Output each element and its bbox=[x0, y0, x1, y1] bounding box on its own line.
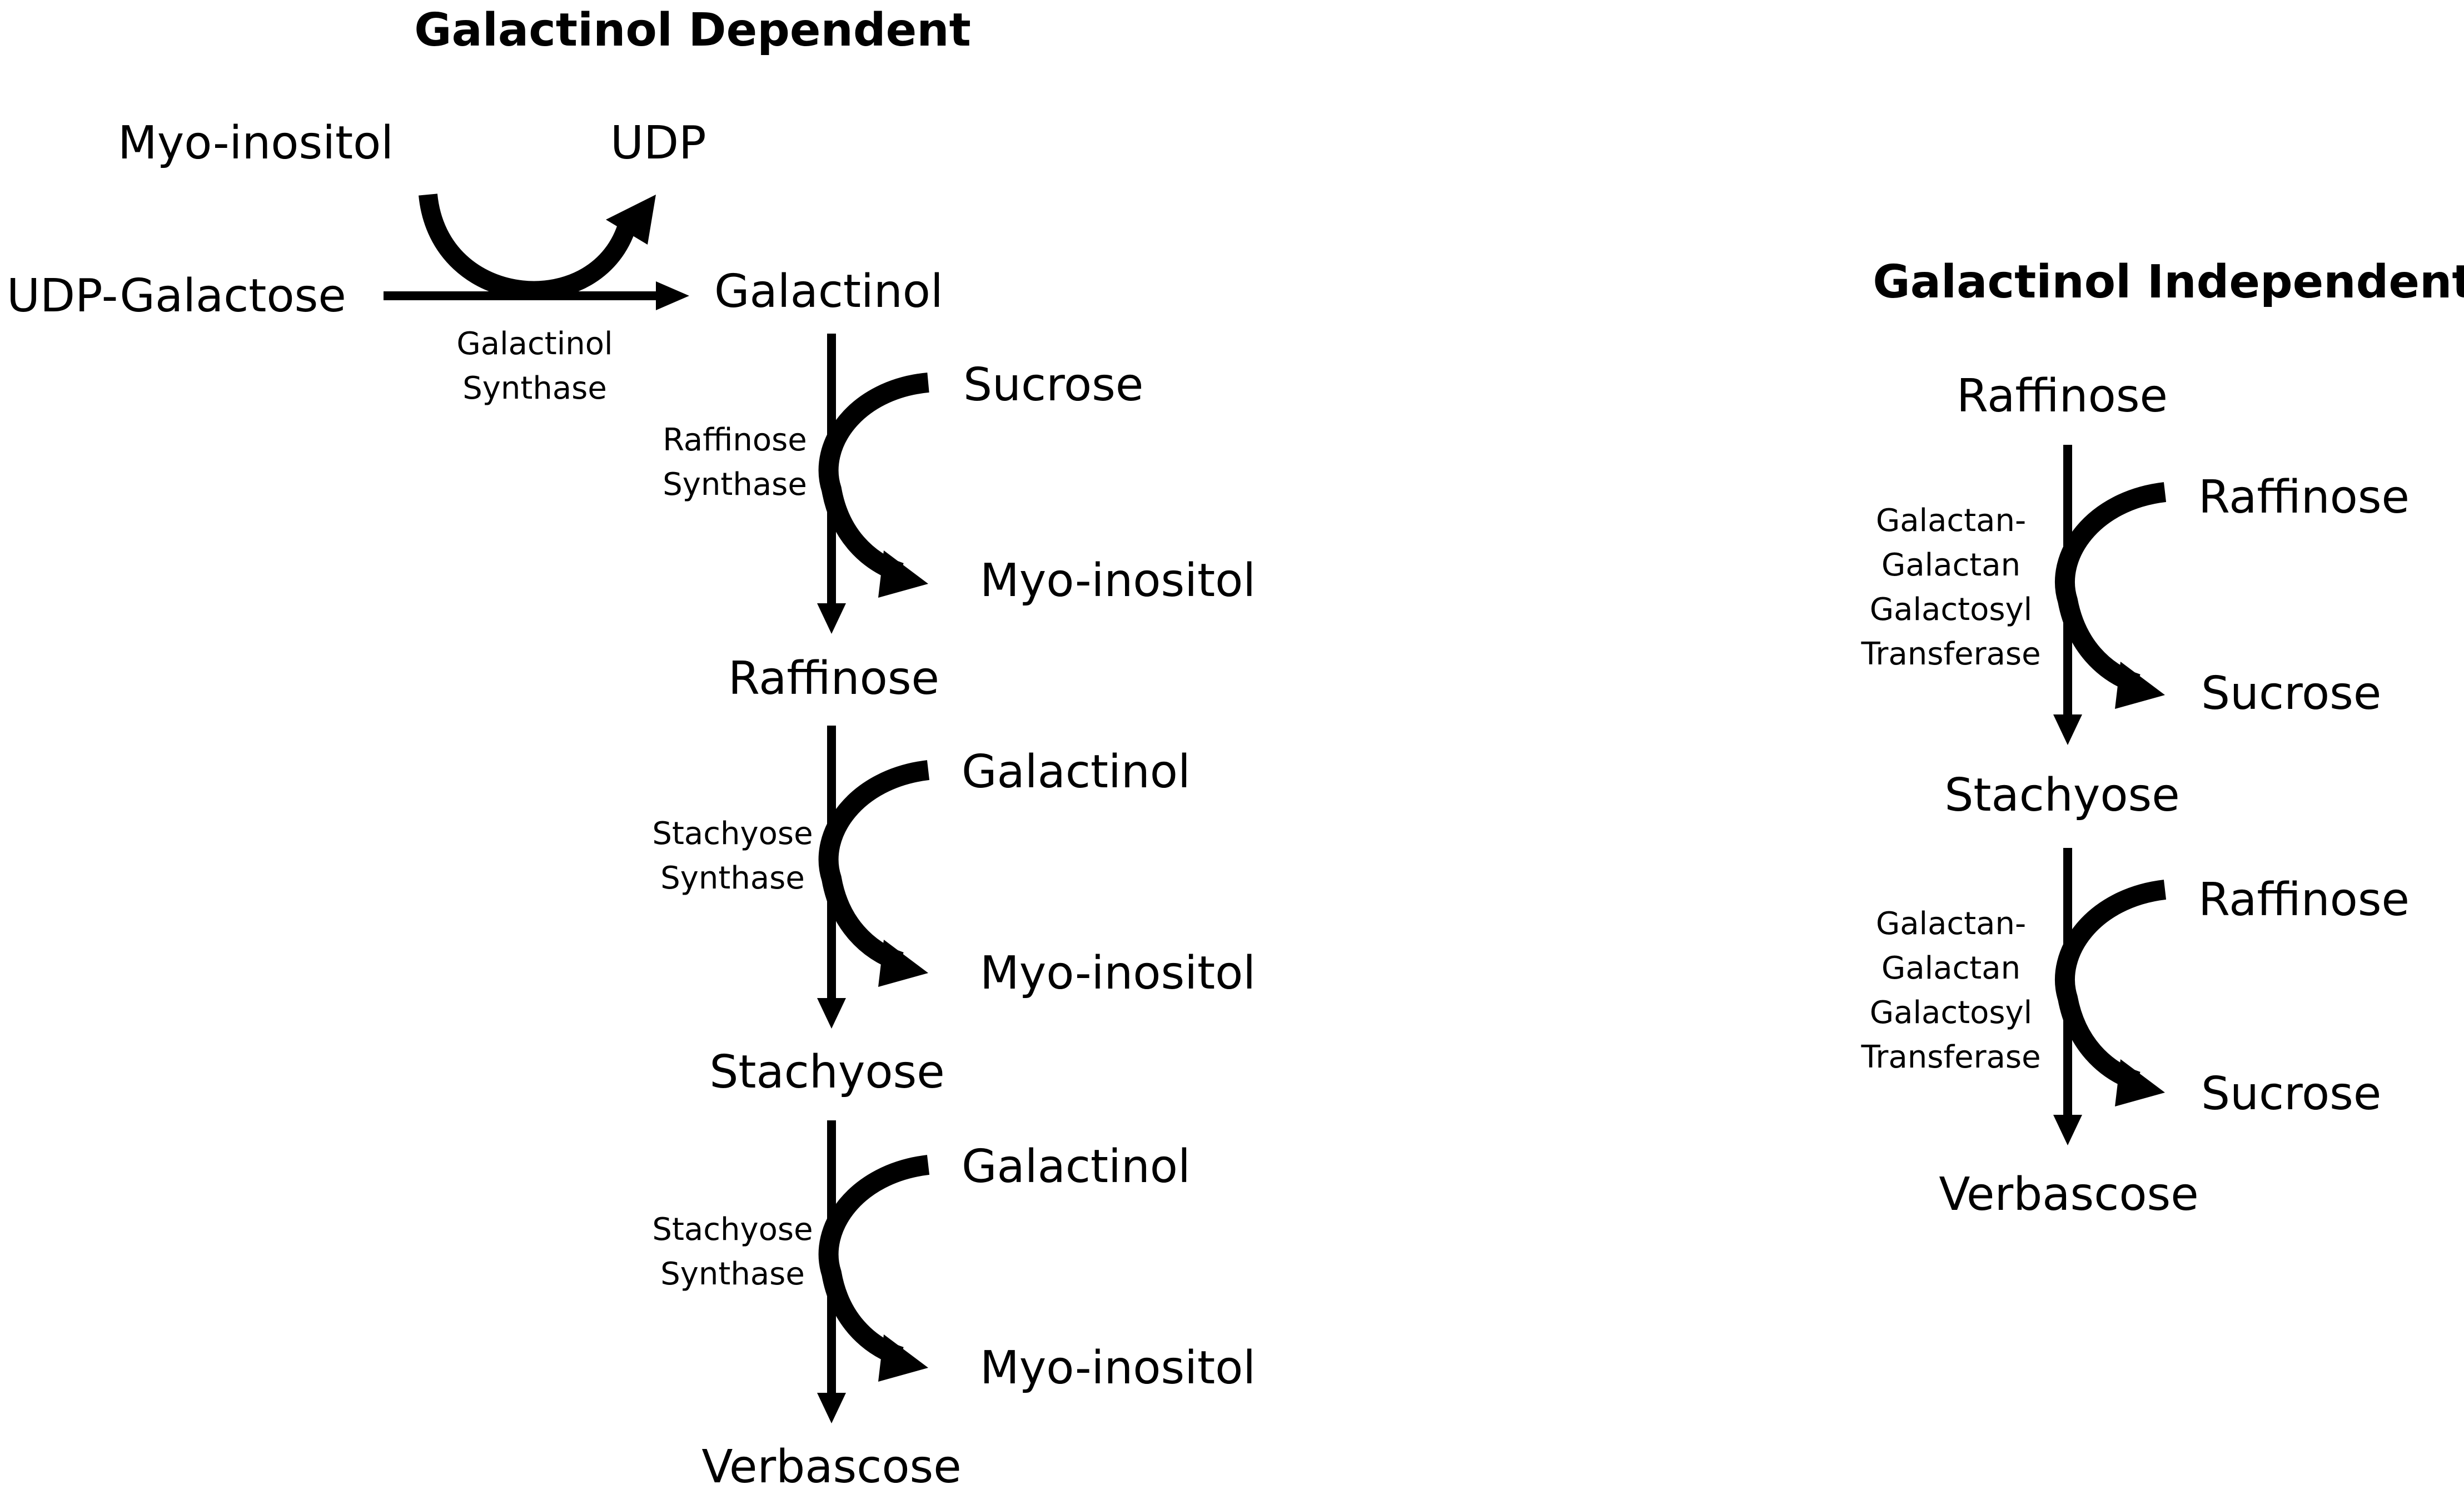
verbascose-product-label: Verbascose bbox=[701, 1441, 961, 1493]
independent-verbascose-label: Verbascose bbox=[1939, 1168, 2198, 1221]
raffinose-synthase-line1: Raffinose bbox=[663, 422, 807, 458]
ggt-side-arrow-2 bbox=[2055, 880, 2167, 1106]
udp-output-label: UDP bbox=[610, 117, 706, 170]
galactinol-product-label: Galactinol bbox=[714, 265, 943, 318]
independent-stachyose-label: Stachyose bbox=[1944, 769, 2179, 822]
stachyose-product-label: Stachyose bbox=[709, 1046, 944, 1099]
galactinol-donor-label-1: Galactinol bbox=[962, 746, 1191, 798]
galactinol-synthase-line2: Synthase bbox=[462, 370, 607, 406]
myo-inositol-released-label-2: Myo-inositol bbox=[980, 947, 1256, 1000]
ggt-side-arrow-1 bbox=[2055, 482, 2167, 709]
ggt-1-line3: Galactosyl bbox=[1870, 592, 2032, 628]
ggt-2-line2: Galactan bbox=[1881, 950, 2020, 986]
sucrose-donor-label: Sucrose bbox=[963, 359, 1143, 411]
galactinol-donor-label-2: Galactinol bbox=[962, 1140, 1191, 1193]
myo-inositol-released-label-3: Myo-inositol bbox=[980, 1342, 1256, 1394]
ggt-2-line4: Transferase bbox=[1860, 1039, 2040, 1075]
galactinol-synthase-line1: Galactinol bbox=[456, 326, 613, 362]
ggt-1-line1: Galactan- bbox=[1876, 503, 2026, 539]
ggt-2-line3: Galactosyl bbox=[1870, 995, 2032, 1031]
ggt-1-released-label: Sucrose bbox=[2201, 667, 2381, 720]
myo-inositol-released-label-1: Myo-inositol bbox=[980, 554, 1256, 607]
stachyose-synthase-2-line2: Synthase bbox=[660, 1256, 805, 1292]
dependent-title: Galactinol Dependent bbox=[414, 4, 971, 57]
stachyose-synthase-side-arrow-2 bbox=[818, 1155, 930, 1382]
myo-inositol-input-label: Myo-inositol bbox=[118, 117, 394, 170]
stachyose-synthase-2-line1: Stachyose bbox=[652, 1212, 813, 1248]
stachyose-synthase-1-line1: Stachyose bbox=[652, 816, 813, 852]
udp-galactose-label: UDP-Galactose bbox=[7, 270, 346, 322]
ggt-2-line1: Galactan- bbox=[1876, 906, 2026, 942]
galactinol-synthase-reaction-arrow bbox=[384, 193, 689, 310]
ggt-1-donor-label: Raffinose bbox=[2198, 471, 2410, 524]
raffinose-synthase-line2: Synthase bbox=[663, 466, 807, 503]
stachyose-synthase-side-arrow-1 bbox=[818, 760, 930, 987]
stachyose-synthase-1-line2: Synthase bbox=[660, 860, 805, 896]
independent-title: Galactinol Independent bbox=[1873, 256, 2464, 309]
independent-raffinose-start-label: Raffinose bbox=[1957, 370, 2168, 423]
raffinose-product-label: Raffinose bbox=[728, 652, 939, 705]
ggt-1-line2: Galactan bbox=[1881, 547, 2020, 583]
ggt-2-donor-label: Raffinose bbox=[2198, 873, 2410, 926]
raffinose-synthase-side-arrow bbox=[818, 373, 929, 598]
ggt-2-released-label: Sucrose bbox=[2201, 1068, 2381, 1120]
ggt-1-line4: Transferase bbox=[1860, 636, 2040, 672]
